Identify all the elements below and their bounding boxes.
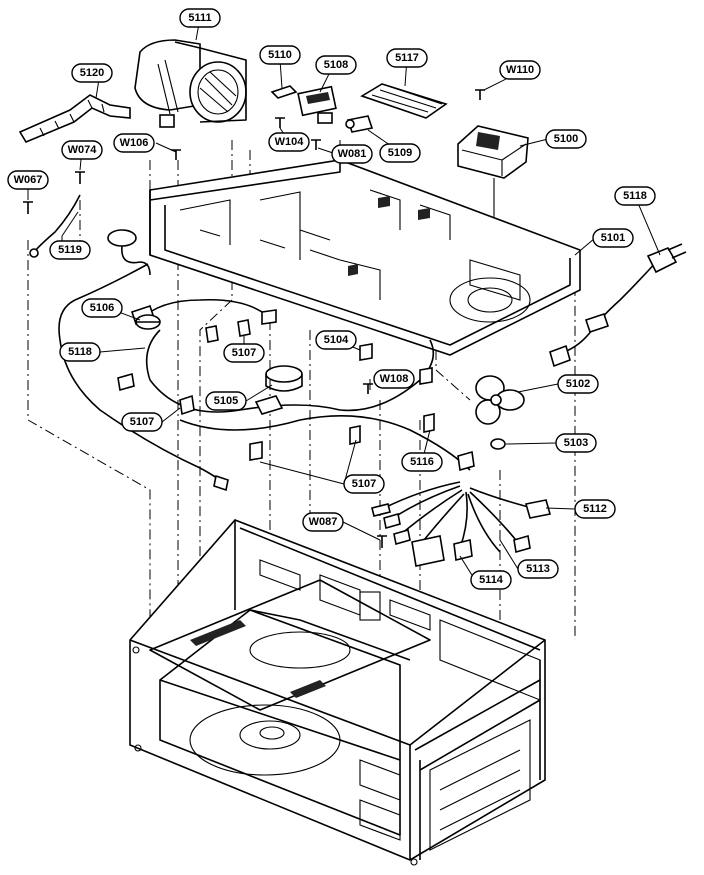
callout-5113-label: 5113	[526, 563, 550, 575]
callout-5103-label: 5103	[564, 437, 588, 449]
callout-5107-upper-label: 5107	[232, 347, 256, 359]
callout-W106-label: W106	[120, 137, 149, 149]
callout-W067: W067	[7, 170, 49, 190]
wire-harness-left	[58, 263, 229, 492]
callout-5107-left-label: 5107	[130, 416, 154, 428]
screws	[23, 89, 485, 548]
callout-5102-label: 5102	[566, 378, 590, 390]
callout-W087: W087	[302, 512, 344, 532]
callout-W106: W106	[113, 133, 155, 153]
callout-W074-label: W074	[68, 144, 98, 156]
callout-5118-harness-label: 5118	[68, 346, 92, 358]
callout-5105-label: 5105	[214, 395, 238, 407]
callout-5100-label: 5100	[554, 133, 578, 145]
callout-5105: 5105	[205, 391, 247, 411]
callout-5109: 5109	[379, 143, 421, 163]
callout-5116-label: 5116	[410, 456, 434, 468]
callout-5120-label: 5120	[80, 67, 104, 79]
callout-5103: 5103	[555, 433, 597, 453]
callout-W104: W104	[268, 132, 310, 152]
callout-W087-label: W087	[309, 516, 338, 528]
callout-5117: 5117	[386, 48, 428, 68]
callout-5104-label: 5104	[324, 334, 349, 346]
callout-5106-label: 5106	[90, 302, 114, 314]
callout-5108: 5108	[315, 55, 357, 75]
callout-W108: W108	[373, 369, 415, 389]
damper-parts	[270, 85, 374, 133]
callout-W081: W081	[331, 144, 373, 164]
callout-5119-label: 5119	[58, 244, 82, 256]
callout-5116: 5116	[401, 452, 443, 472]
callout-5118-cord-label: 5118	[623, 190, 647, 202]
callout-W067-label: W067	[14, 174, 43, 186]
turntable-motor	[254, 365, 303, 415]
callout-5119: 5119	[49, 240, 91, 260]
callout-5118-cord: 5118	[614, 186, 656, 206]
thermal-cutout-wire	[29, 194, 151, 276]
callout-5101-label: 5101	[601, 232, 625, 244]
upper-base-plate	[149, 159, 581, 356]
callout-5100: 5100	[545, 129, 587, 149]
callout-5114: 5114	[470, 570, 512, 590]
callout-5107-lower-label: 5107	[352, 478, 376, 490]
blower-fan-assembly	[134, 39, 247, 128]
charcoal-filter	[360, 83, 448, 119]
callout-5106: 5106	[81, 298, 123, 318]
callout-W104-label: W104	[275, 136, 305, 148]
power-cord	[549, 243, 687, 368]
callout-5117-label: 5117	[395, 52, 419, 64]
callout-5120: 5120	[71, 63, 113, 83]
fan-motor	[457, 125, 529, 215]
callout-5114-label: 5114	[479, 574, 504, 586]
callout-5110: 5110	[259, 45, 301, 65]
wire-bundle	[371, 481, 552, 567]
callout-5111-label: 5111	[188, 12, 211, 24]
callout-5104: 5104	[315, 330, 357, 350]
fan-nut	[490, 438, 506, 450]
air-duct	[18, 94, 131, 144]
callout-5108-label: 5108	[324, 59, 348, 71]
callout-W081-label: W081	[338, 148, 367, 160]
callout-W108-label: W108	[380, 373, 409, 385]
callout-5107-lower: 5107	[343, 474, 385, 494]
callout-5112: 5112	[574, 499, 616, 519]
oven-cavity-chassis	[129, 519, 546, 866]
callout-5118-harness: 5118	[59, 342, 101, 362]
callout-5110-label: 5110	[268, 49, 292, 61]
callout-5109-label: 5109	[388, 147, 412, 159]
callout-5112-label: 5112	[583, 503, 607, 515]
callout-5102: 5102	[557, 374, 599, 394]
thermostat	[135, 314, 161, 330]
callout-5107-upper: 5107	[223, 343, 265, 363]
callout-5111: 5111	[179, 8, 221, 28]
callout-5113: 5113	[517, 559, 559, 579]
callout-W110-label: W110	[506, 64, 534, 76]
callout-5101: 5101	[592, 228, 634, 248]
callout-5107-left: 5107	[121, 412, 163, 432]
fan-blade	[475, 375, 525, 425]
callout-W074: W074	[61, 140, 103, 160]
callout-W110: W110	[499, 60, 541, 80]
